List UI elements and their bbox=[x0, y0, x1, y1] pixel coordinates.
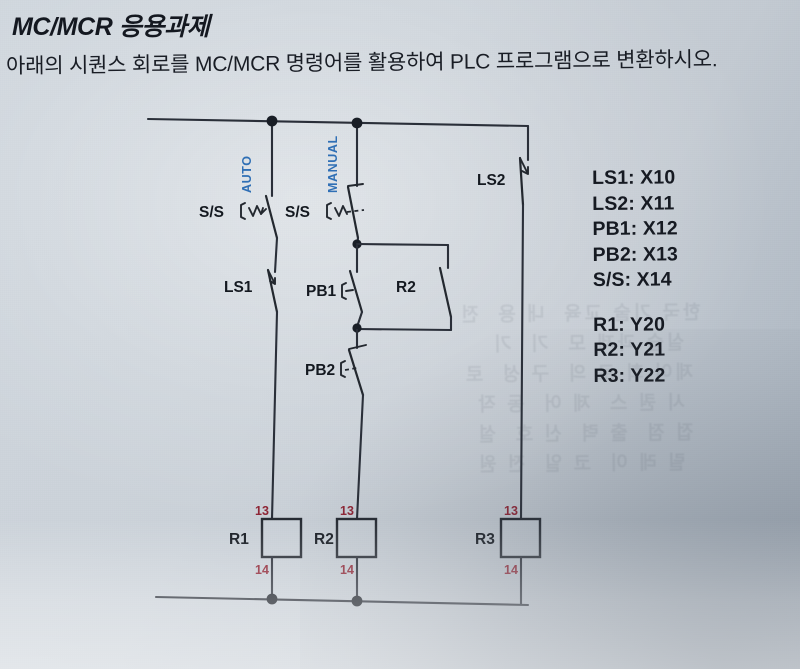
branch3-terminal-13: 13 bbox=[504, 504, 518, 518]
branch2-seal-r2-label: R2 bbox=[396, 279, 416, 296]
branch1-mode-label-auto: AUTO bbox=[240, 155, 254, 193]
photo-highlight-bottom bbox=[0, 519, 800, 669]
branch2-pb2-button-icon bbox=[340, 360, 346, 378]
branch2-pb2-label: PB2 bbox=[305, 362, 335, 379]
branch-manual-r2: S/S MANUAL PB1 R2 bbox=[285, 122, 453, 603]
branch2-terminal-13: 13 bbox=[340, 504, 354, 518]
page-title: MC/MCR 응용과제 bbox=[12, 13, 210, 41]
top-rail-node-branch1 bbox=[266, 115, 278, 127]
top-power-rail bbox=[146, 117, 530, 128]
branch1-wire-to-coil bbox=[270, 310, 279, 521]
branch2-junction-node-top bbox=[352, 239, 362, 249]
branch1-coil-r1-box bbox=[260, 517, 303, 559]
legend-item-pb2: PB2: X13 bbox=[592, 242, 679, 266]
branch2-pb2-upper-terminal bbox=[348, 344, 367, 350]
legend-spacer bbox=[593, 293, 678, 313]
branch1-ss-zigzag-icon bbox=[248, 205, 262, 217]
io-assignment-legend: LS1: X10 LS2: X11 PB1: X12 PB2: X13 S/S:… bbox=[592, 165, 679, 389]
branch2-ss-upper-terminal bbox=[347, 183, 364, 187]
branch1-ss-contact-blade bbox=[264, 194, 279, 240]
branch1-ss-bracket-icon bbox=[240, 202, 246, 220]
branch1-ss-label: S/S bbox=[199, 204, 224, 221]
bottom-rail-node-branch2 bbox=[351, 595, 363, 607]
branch-ls2-r3: LS2 R3 13 14 bbox=[475, 156, 542, 606]
branch3-wire-to-coil bbox=[519, 203, 525, 521]
branch2-seal-wire-top bbox=[355, 242, 450, 247]
photo-shadow-lower-right bbox=[300, 329, 800, 669]
legend-item-pb1: PB1: X12 bbox=[592, 217, 678, 240]
branch1-ss-arrowhead-icon bbox=[260, 207, 267, 215]
branch1-coil-r1-label: R1 bbox=[229, 531, 249, 548]
legend-item-ls1: LS1: X10 bbox=[592, 166, 676, 189]
branch3-terminal-14: 14 bbox=[504, 563, 518, 577]
branch3-ls2-actuator-icon bbox=[519, 157, 529, 175]
branch2-pb2-contact-blade bbox=[347, 348, 365, 397]
branch1-wire-mid bbox=[273, 236, 279, 274]
bottom-power-rail bbox=[154, 595, 530, 607]
branch2-ss-label: S/S bbox=[285, 204, 310, 221]
branch2-pb1-stem-icon bbox=[345, 289, 354, 292]
branch1-ls1-contact-blade bbox=[266, 268, 279, 314]
branch2-ss-contact-blade bbox=[346, 185, 360, 240]
branch2-pb1-label: PB1 bbox=[306, 283, 337, 300]
branch2-pb2-mechanical-link bbox=[344, 367, 358, 371]
legend-item-ls2: LS2: X11 bbox=[592, 191, 675, 215]
legend-item-r2: R2: Y21 bbox=[593, 338, 666, 361]
branch2-seal-r2-contact-blade bbox=[438, 266, 453, 319]
branch3-coil-r3-label: R3 bbox=[475, 531, 495, 548]
legend-item-r3: R3: Y22 bbox=[593, 363, 666, 387]
branch2-pb1-button-icon bbox=[341, 282, 347, 300]
branch3-ls2-label: LS2 bbox=[477, 172, 505, 189]
branch2-terminal-14: 14 bbox=[340, 563, 354, 577]
branch2-coil-r2-label: R2 bbox=[314, 531, 334, 548]
branch2-wire-to-coil bbox=[355, 393, 365, 521]
branch2-wire-to-node-a bbox=[355, 236, 360, 248]
branch2-ss-bracket-icon bbox=[326, 202, 332, 220]
branch2-ss-zigzag-icon bbox=[334, 205, 348, 217]
branch3-coil-r3-box bbox=[499, 517, 542, 559]
branch-auto-r1: S/S AUTO LS1 R1 13 14 bbox=[199, 120, 303, 601]
branch2-mode-label-manual: MANUAL bbox=[326, 135, 340, 193]
branch2-junction-node-bottom bbox=[352, 323, 362, 333]
branch1-terminal-13: 13 bbox=[255, 504, 269, 518]
branch2-seal-wire-bottom bbox=[355, 327, 453, 332]
branch2-coil-r2-box bbox=[335, 517, 378, 559]
branch1-ls1-label: LS1 bbox=[224, 279, 253, 296]
legend-item-r1: R1: Y20 bbox=[593, 312, 666, 336]
legend-item-ss: S/S: X14 bbox=[592, 268, 672, 291]
top-rail-node-branch2 bbox=[351, 117, 363, 129]
branch2-ss-mechanical-link bbox=[346, 209, 365, 213]
bottom-rail-node-branch1 bbox=[266, 593, 278, 605]
branch2-pb1-wire-out bbox=[355, 310, 364, 329]
page-subtitle-instruction: 아래의 시퀀스 회로를 MC/MCR 명령어를 활용하여 PLC 프로그램으로 … bbox=[5, 48, 718, 78]
branch1-terminal-14: 14 bbox=[255, 563, 269, 577]
branch3-ls2-contact-blade bbox=[518, 156, 525, 207]
branch1-ls1-actuator-icon bbox=[267, 269, 276, 285]
branch2-pb1-contact-blade bbox=[348, 269, 364, 314]
